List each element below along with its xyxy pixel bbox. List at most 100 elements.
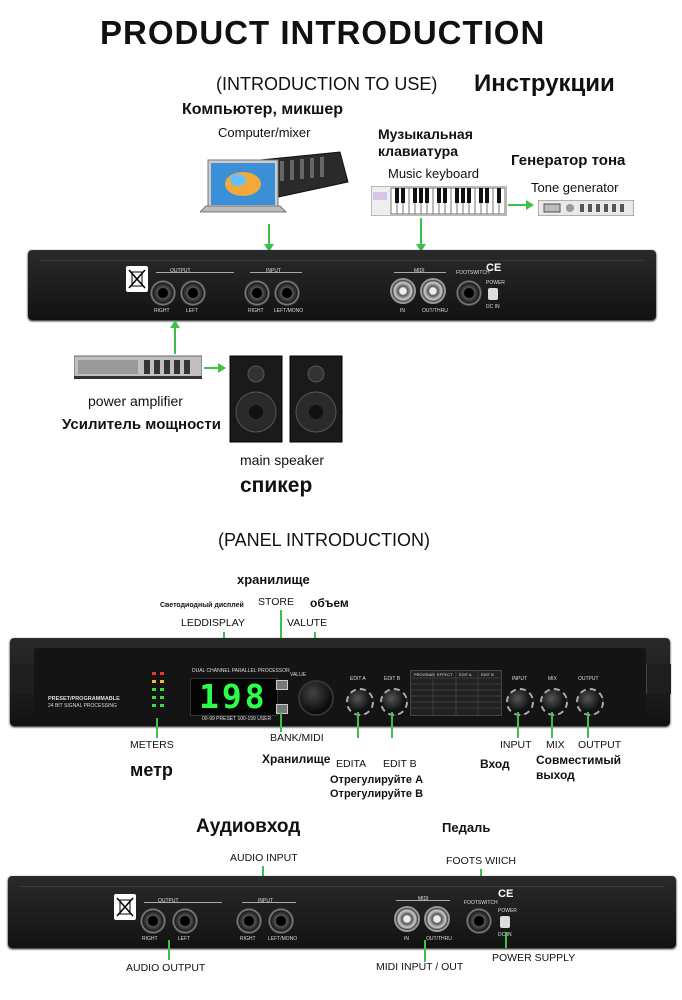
pedal-ru: Педаль [442,820,491,835]
rear2-input-left-jack[interactable] [268,908,294,934]
rear-panel-bottom: OUTPUT RIGHT LEFT INPUT RIGHT LEFT/MONO … [8,876,676,948]
rear2-output-right-jack[interactable] [140,908,166,934]
output-callout-line [587,712,589,738]
rear2-midi-in-port[interactable] [394,906,420,932]
meters-label-ru: метр [130,760,173,780]
power-supply-en: POWER SUPPLY [492,952,576,964]
rear2-input-right-jack[interactable] [236,908,262,934]
midi-io-en: MIDI INPUT / OUT [376,961,464,973]
rear-ce-mark: CE [486,262,502,274]
valute-label-en: VALUTE [287,617,328,629]
rear-midi-out-label: OUT/THRU [422,308,448,314]
speaker-label-ru: спикер [240,474,313,497]
rear2-dc-in-label: DC IN [498,932,512,938]
tone-label-ru: Генератор тона [511,152,626,169]
led-display: 198 [190,677,278,716]
mix-knob[interactable] [540,688,568,716]
store-label-en: STORE [258,596,294,608]
computer-label-en: Computer/mixer [218,125,311,140]
rear-dc-in-port[interactable] [488,288,498,300]
rear-footswitch-jack[interactable] [456,280,482,306]
rear-left-label: LEFT [186,308,199,314]
front-preset-note: 00-99 PRESET 100-199 USER [202,716,272,722]
value-knob[interactable] [298,680,334,716]
front-edit-b-label: EDIT B [384,676,401,682]
weee-icon-bottom [114,894,136,920]
rear2-dc-in-port[interactable] [500,916,510,928]
panel-to-amp-line [174,324,176,354]
led-label-ru: Светодиодный дисплей [160,602,244,609]
rear2-midi-out-port[interactable] [424,906,450,932]
front-brand-line-1: PRESET/PROGRAMMABLE [48,696,120,702]
tone-generator-illustration [537,199,635,217]
rear-power-label: POWER [486,280,505,286]
front-output-label: OUTPUT [578,676,599,682]
store-button[interactable] [276,680,288,690]
rear-panel-top: OUTPUT RIGHT LEFT INPUT RIGHT LEFT/MONO … [28,250,656,320]
program-table-header-program: PROGRAM [414,672,435,677]
audio-output-callout-line [168,940,170,960]
keyboard-label-en: Music keyboard [388,166,480,181]
tone-label-en: Tone generator [531,180,619,195]
edit-b-knob[interactable] [380,688,408,716]
power-callout-line [505,932,507,948]
audio-output-en: AUDIO OUTPUT [126,962,206,974]
bank-label-en: BANK/MIDI [270,732,324,744]
rear2-midi-in-label: IN [404,936,409,942]
rear-output-right-jack[interactable] [150,280,176,306]
meters-leds [150,670,168,714]
weee-icon [126,266,148,292]
mix-label-en: MIX [546,739,565,751]
rear2-footswitch-jack[interactable] [466,908,492,934]
front-panel: PRESET/PROGRAMMABLE 24 BIT SIGNAL PROCES… [10,638,671,726]
rear2-left-label: LEFT [178,936,191,942]
page-title: PRODUCT INTRODUCTION [100,14,546,51]
front-dual-channel-label: DUAL CHANNEL PARALLEL PROCESSOR [192,668,290,674]
edit-label-ru-2: Отрегулируйте В [330,788,424,800]
rear2-power-label: POWER [498,908,517,914]
rear2-output-left-jack[interactable] [172,908,198,934]
rear-midi-in-port[interactable] [390,278,416,304]
bank-midi-button[interactable] [276,704,288,714]
edit-label-ru-1: Отрегулируйте А [330,774,424,786]
program-table-header-edit-b: EDIT B [481,672,494,677]
rear-footswitch-label: FOOTSWITCH [456,270,490,276]
intro-heading-ru: Инструкции [474,70,615,97]
front-mix-label: MIX [548,676,557,682]
input-callout-line [517,712,519,738]
computer-to-panel-arrow [264,244,274,252]
output-knob[interactable] [576,688,604,716]
rear2-input-label: INPUT [258,898,273,904]
panel-to-amp-arrow [170,320,180,328]
input-knob[interactable] [506,688,534,716]
led-label-en: LEDDISPLAY [181,617,245,629]
keyboard-to-tone-line [508,204,528,206]
audio-in-ru: Аудиовход [196,816,301,837]
input-label-ru: Вход [480,757,510,771]
rear2-right-label: RIGHT [142,936,158,942]
computer-label-ru: Компьютер, микшер [182,101,344,118]
amp-to-speaker-arrow [218,363,226,373]
rear2-input-right-label: RIGHT [240,936,256,942]
rear-right-label: RIGHT [154,308,170,314]
amp-to-speaker-line [204,367,220,369]
led-display-value: 198 [199,677,268,716]
rear-midi-out-port[interactable] [420,278,446,304]
rear-input-left-jack[interactable] [274,280,300,306]
rear-input-right-label: RIGHT [248,308,264,314]
rear-output-left-jack[interactable] [180,280,206,306]
power-amplifier-illustration [73,354,203,380]
rear-input-right-jack[interactable] [244,280,270,306]
rear2-footswitch-label: FOOTSWITCH [464,900,498,906]
edit-a-knob[interactable] [346,688,374,716]
front-input-label: INPUT [512,676,527,682]
store-label-ru: хранилище [237,572,310,587]
output-label-en: OUTPUT [578,739,622,751]
amp-label-ru: Усилитель мощности [62,416,221,433]
mix-callout-line [551,712,553,738]
keyboard-label-ru-2: клавиатура [378,143,459,159]
rear-output-label: OUTPUT [170,268,191,274]
front-value-label: VALUE [290,672,307,678]
bank-callout-line [280,712,282,732]
computer-to-panel-line [268,224,270,248]
